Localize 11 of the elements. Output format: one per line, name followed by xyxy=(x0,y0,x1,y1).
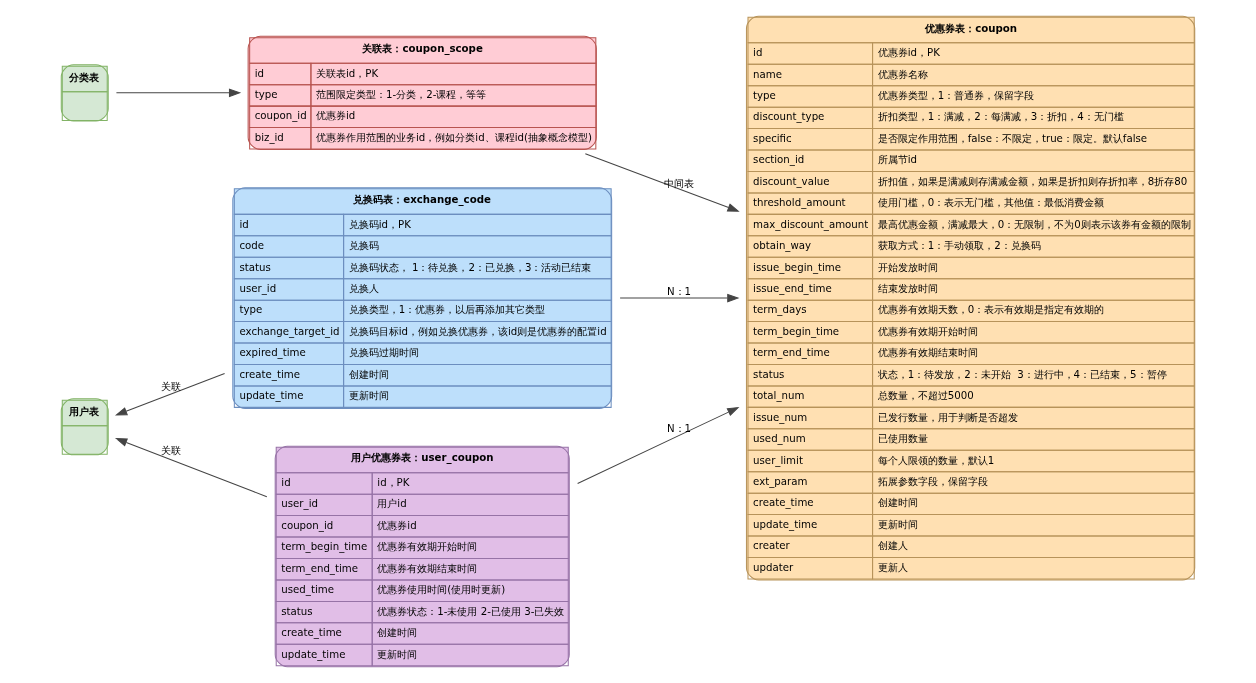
edge-label: 中间表 xyxy=(664,177,695,189)
edge-label: N：1 xyxy=(667,422,692,434)
arrow xyxy=(115,88,242,98)
edge-label: 关联 xyxy=(160,445,181,457)
arrow xyxy=(619,293,740,303)
arrow xyxy=(577,406,740,484)
arrow xyxy=(584,153,740,212)
edge-label: N：1 xyxy=(667,286,692,298)
arrow xyxy=(114,373,226,416)
arrow xyxy=(114,438,268,498)
edge-label: 关联 xyxy=(160,381,181,393)
